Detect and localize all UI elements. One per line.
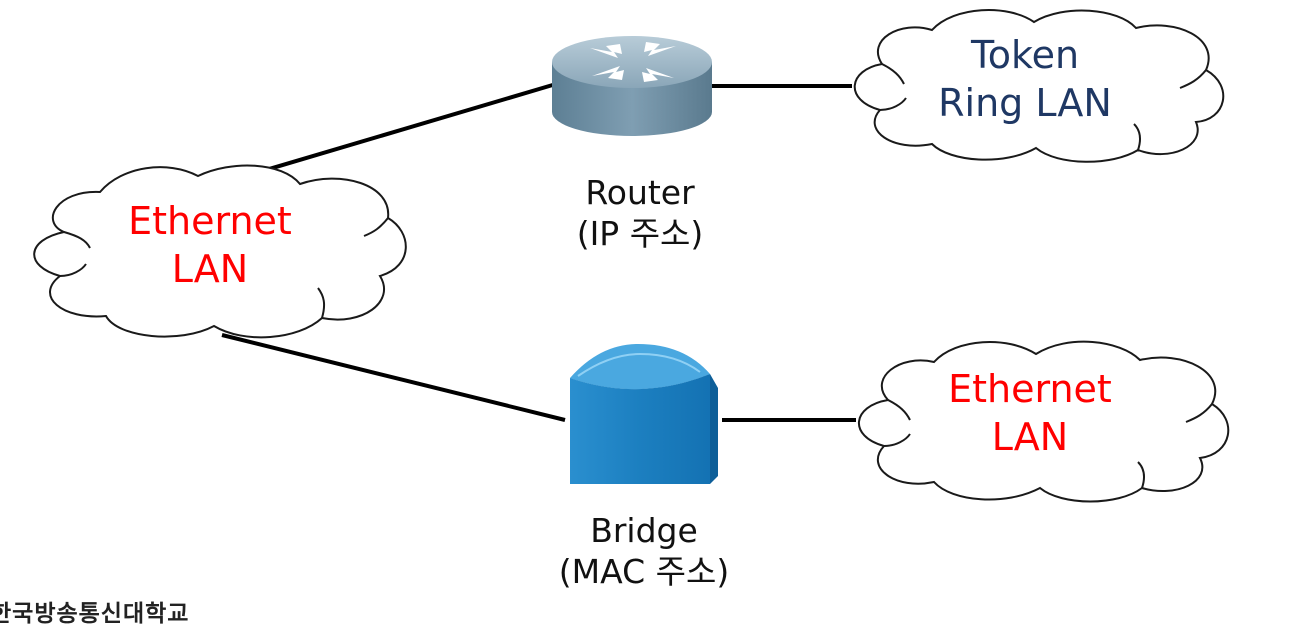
ethernet-lan-left-line2: LAN xyxy=(171,246,249,291)
bridge-label-line1: Bridge xyxy=(590,511,698,550)
router-icon xyxy=(552,36,712,136)
router-label-line1: Router xyxy=(585,173,695,212)
ethernet-lan-left-label: Ethernet LAN xyxy=(90,198,330,293)
ethernet-lan-right-line1: Ethernet xyxy=(948,367,1112,411)
router-label: Router (IP 주소) xyxy=(520,172,760,255)
ethernet-lan-right-cloud xyxy=(857,340,1230,503)
ethernet-lan-right-line2: LAN xyxy=(991,414,1069,459)
ethernet-lan-left-cloud xyxy=(33,164,407,339)
link-ethernet-bridge xyxy=(221,333,566,422)
bridge-label-line2: (MAC 주소) xyxy=(558,552,730,592)
token-ring-lan-cloud xyxy=(853,9,1225,163)
ethernet-lan-right-label: Ethernet LAN xyxy=(910,366,1150,461)
token-ring-lan-label: Token Ring LAN xyxy=(900,32,1150,127)
ethernet-lan-left-line1: Ethernet xyxy=(128,199,292,243)
university-logo-text: 한국방송통신대학교 xyxy=(0,601,190,627)
links xyxy=(221,82,856,422)
token-ring-lan-line2: Ring LAN xyxy=(938,80,1112,125)
router-label-line2: (IP 주소) xyxy=(576,214,704,254)
bridge-icon xyxy=(570,344,718,484)
link-ethernet-router xyxy=(221,82,557,185)
bridge-label: Bridge (MAC 주소) xyxy=(524,510,764,593)
token-ring-lan-line1: Token xyxy=(970,33,1080,77)
